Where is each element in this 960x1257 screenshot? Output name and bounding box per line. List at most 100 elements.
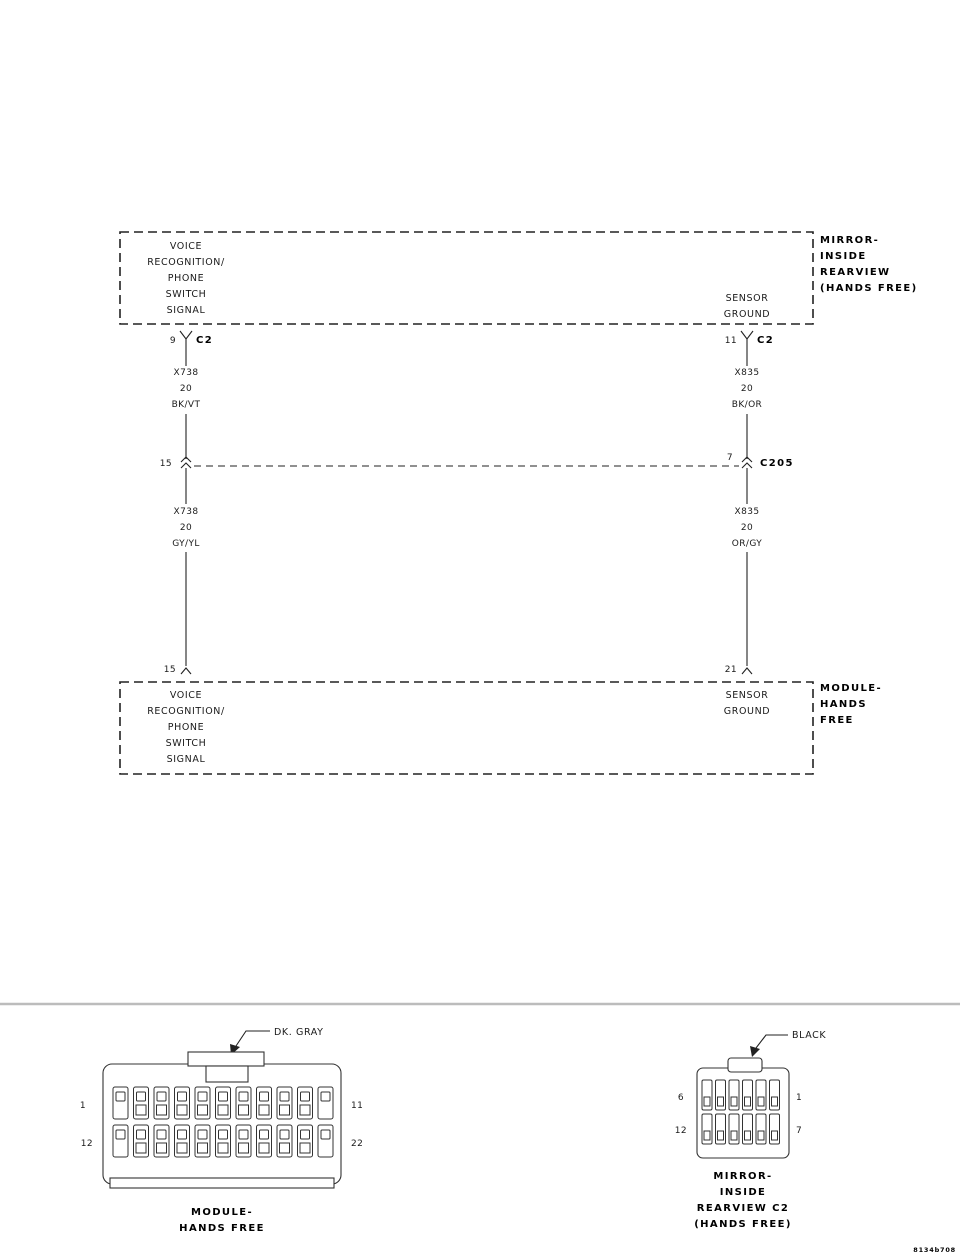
cavity-terminal [176, 1104, 188, 1116]
circuit-id: X835 [735, 368, 760, 378]
connector-cavity [112, 1086, 129, 1120]
cavity-terminal [703, 1096, 711, 1107]
connector-cavity [276, 1086, 293, 1120]
pin-number: 15 [164, 665, 176, 675]
mirror-box [119, 231, 814, 325]
pin-label: 12 [81, 1139, 93, 1149]
connector-cavity [194, 1086, 211, 1120]
cavity-terminal [771, 1130, 778, 1141]
mirror-name-line: INSIDE [820, 251, 867, 262]
cavity-terminal [136, 1091, 146, 1102]
cavity-terminal [238, 1129, 249, 1140]
cavity-terminal [135, 1142, 147, 1154]
cavity-terminal [259, 1129, 269, 1140]
connector-symbol-icon [741, 456, 753, 463]
mirror-name-line: (HANDS FREE) [820, 283, 918, 294]
cavity-terminal [299, 1142, 311, 1154]
mirror-signal-label: SWITCH [166, 289, 207, 300]
leader-line [235, 1030, 270, 1047]
module-right-pin: 21 [725, 665, 753, 675]
module-left-pin: 15 [164, 665, 192, 675]
connector-cavity [153, 1086, 170, 1120]
mirror-name-line: REARVIEW [820, 267, 891, 278]
cavity-terminal [259, 1091, 269, 1102]
pin-number: 9 [170, 336, 176, 346]
connector-cavity [174, 1086, 190, 1120]
c205-connector: 15 7 C205 [160, 453, 794, 469]
connector-color-label: BLACK [792, 1030, 826, 1041]
cavity-terminal [279, 1142, 290, 1154]
pin-number: 11 [725, 336, 737, 346]
mirror-connector-view: BLACK 6 1 12 7 MIRROR- INSIDE REARVIEW C… [675, 1030, 826, 1230]
cavity-terminal [115, 1129, 126, 1140]
pin-label: 7 [796, 1126, 802, 1136]
connector-name-line: MIRROR- [713, 1171, 772, 1182]
wire-gauge: 20 [180, 523, 192, 533]
cavity-terminal [197, 1091, 208, 1102]
pin-number: 7 [727, 453, 733, 463]
cavity-terminal [217, 1142, 229, 1154]
connector-name-line: REARVIEW C2 [697, 1203, 789, 1214]
connector-latch [187, 1051, 265, 1067]
pin-label: 1 [796, 1093, 802, 1103]
module-connector-view: DK. GRAY 1 11 12 22 MODULE- HANDS FREE [80, 1027, 363, 1234]
mirror-ground-label: GROUND [724, 309, 770, 320]
cavity-terminal [218, 1091, 228, 1102]
cavity-terminal [771, 1096, 778, 1107]
pin-number: 15 [160, 459, 172, 469]
figure-id: 8134b708 [913, 1246, 956, 1254]
cavity-terminal [703, 1130, 711, 1141]
leader-line [755, 1034, 788, 1049]
cavity-terminal [300, 1091, 310, 1102]
wire-gauge: 20 [741, 523, 753, 533]
connector-cavity [256, 1086, 272, 1120]
wire-x738-lower-label: X738 20 GY/YL [172, 507, 199, 549]
mirror-signal-label: SIGNAL [167, 305, 206, 316]
module-signal-label: SWITCH [166, 738, 207, 749]
cavity-terminal [279, 1104, 290, 1116]
module-signal-label: PHONE [168, 722, 204, 733]
connector-color-label: DK. GRAY [274, 1027, 324, 1038]
connector-name-line: INSIDE [720, 1187, 767, 1198]
cavity-terminal [176, 1142, 188, 1154]
cavity-terminal [238, 1104, 249, 1116]
mirror-component: MIRROR- INSIDE REARVIEW (HANDS FREE) VOI… [119, 231, 918, 325]
cavity-terminal [217, 1104, 229, 1116]
cavity-terminal [115, 1091, 126, 1102]
wire-x835-lower-label: X835 20 OR/GY [732, 507, 762, 549]
cavity-terminal [279, 1129, 290, 1140]
connector-symbol-icon [741, 667, 753, 675]
connector-latch [727, 1057, 763, 1073]
mirror-signal-label: VOICE [170, 241, 202, 252]
connector-cavity [194, 1124, 211, 1158]
cavity-terminal [238, 1091, 249, 1102]
cavity-terminal [717, 1096, 724, 1107]
cavity-terminal [197, 1142, 208, 1154]
cavity-terminal [156, 1104, 167, 1116]
wire-gauge: 20 [741, 384, 753, 394]
circuit-id: X835 [735, 507, 760, 517]
module-name-line: HANDS [820, 699, 867, 710]
mirror-signal-label: RECOGNITION/ [147, 257, 225, 268]
connector-cavity [112, 1124, 129, 1158]
connector-symbol-icon [740, 330, 754, 340]
cavity-terminal [320, 1129, 331, 1140]
mirror-signal-label: PHONE [168, 273, 204, 284]
cavity-terminal [730, 1096, 738, 1107]
pin-label: 22 [351, 1139, 363, 1149]
connector-cavity [297, 1124, 313, 1158]
cavity-terminal [299, 1104, 311, 1116]
connector-cavity [133, 1086, 149, 1120]
connector-cavity [317, 1086, 334, 1120]
connector-latch [205, 1065, 249, 1083]
wire-x835-upper-label: X835 20 BK/OR [732, 368, 762, 410]
connector-label: C2 [757, 335, 774, 346]
connector-label: C205 [760, 458, 794, 469]
connector-cavity [235, 1086, 252, 1120]
wire-color: BK/OR [732, 400, 762, 410]
cavity-terminal [218, 1129, 228, 1140]
connector-symbol-icon [180, 456, 192, 463]
cavity-terminal [177, 1129, 187, 1140]
connector-cavities [701, 1079, 780, 1145]
